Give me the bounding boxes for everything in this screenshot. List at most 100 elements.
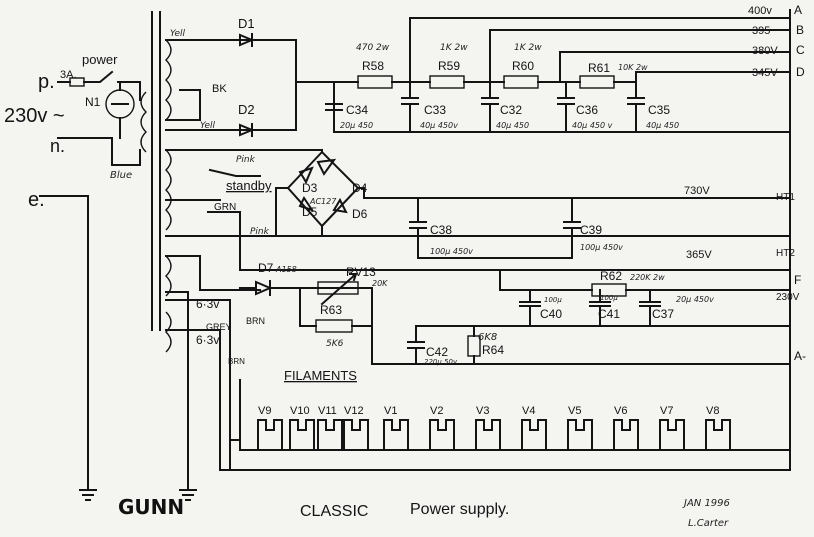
c34-label: C34 <box>346 103 368 117</box>
rv13-wiper-icon <box>320 272 358 306</box>
tap-label: Yell <box>170 29 186 39</box>
c38-value: 100μ 450v <box>430 247 473 256</box>
rv13-resistor-icon <box>317 281 359 295</box>
neutral-terminal-label: n. <box>50 136 65 156</box>
output-ht1-label: HT1 <box>776 192 795 203</box>
r63-value: 5K6 <box>326 339 344 349</box>
d1-d2-wiring <box>239 39 335 131</box>
tap-label: GREY <box>206 322 232 332</box>
c32-label: C32 <box>500 103 522 117</box>
d1-diode-icon <box>239 33 255 47</box>
d7-diode-icon <box>255 280 273 296</box>
c41-value: 100μ <box>600 294 618 302</box>
mains-input: p. 230v ~ n. e. 3A. power N1 Blue <box>4 52 141 501</box>
heater-filament-icon <box>521 419 547 451</box>
earth-wire <box>39 195 97 501</box>
heater-filament-icon <box>343 419 369 451</box>
output-ht2-label: HT2 <box>776 248 795 259</box>
brand-name: GUNN <box>118 495 184 519</box>
mains-wires <box>57 70 141 166</box>
grn-tap-wire <box>207 211 791 271</box>
tap-label: BRN <box>228 357 245 366</box>
mains-voltage-label: 230v ~ <box>4 105 65 127</box>
filament-bus <box>229 379 791 471</box>
transformer-taps-wiring <box>165 39 301 501</box>
valve-label: V8 <box>706 405 719 417</box>
transformer-core <box>151 11 161 331</box>
output-b-volts: 395 <box>752 25 770 37</box>
c37-label: C37 <box>652 307 674 321</box>
output-b-label: B <box>796 23 804 37</box>
output-c-label: C <box>796 43 805 57</box>
output-ht1-volts: 730V <box>684 185 710 197</box>
c33-label: C33 <box>424 103 446 117</box>
date-label: JAN 1996 <box>682 498 730 509</box>
output-f-label: F <box>794 273 801 287</box>
valve-label: V5 <box>568 405 581 417</box>
live-terminal-label: p. <box>38 71 55 93</box>
output-ht2-volts: 365V <box>686 249 712 261</box>
bias-wiring <box>239 287 791 365</box>
valve-label: V2 <box>430 405 443 417</box>
heater-filament-icon <box>567 419 593 451</box>
d2-label: D2 <box>238 102 255 117</box>
c35-label: C35 <box>648 103 670 117</box>
d5-label: D5 <box>302 205 318 219</box>
d6-label: D6 <box>352 207 368 221</box>
c40-label: C40 <box>540 307 562 321</box>
r61-label: R61 <box>588 61 610 75</box>
valve-label: V6 <box>614 405 627 417</box>
ht-upper-section: D1 D2 R58 470 2w R59 1K 2w R60 1K 2w R61… <box>238 16 791 137</box>
model-name: CLASSIC <box>300 503 368 520</box>
filaments-title: FILAMENTS <box>284 368 357 383</box>
bridge-outline <box>286 150 360 228</box>
neon-label: N1 <box>85 95 101 109</box>
output-d-label: D <box>796 65 805 79</box>
heater-filament-icon <box>475 419 501 451</box>
output-c-volts: 380V <box>752 45 778 57</box>
neon-wires <box>111 81 129 139</box>
tap-label: 6·3v <box>196 333 219 347</box>
c42-value: 220μ 50v <box>424 358 458 366</box>
c32-value: 40μ 450 <box>496 121 529 130</box>
heater-filament-icon <box>613 419 639 451</box>
r58-label: R58 <box>362 59 384 73</box>
d3-label: D3 <box>302 181 318 195</box>
tap-label: Pink <box>250 227 270 237</box>
r62-resistor-icon <box>591 283 627 297</box>
c39-label: C39 <box>580 223 602 237</box>
valve-label: V3 <box>476 405 489 417</box>
bias-section: D7 A158 RV13 20K R63 5K6 C42 220μ 50v R6… <box>239 261 791 366</box>
valve-label: V9 <box>258 405 271 417</box>
tap-label: GRN <box>214 202 236 213</box>
heater-filament-icon <box>383 419 409 451</box>
heater-filament-icon <box>659 419 685 451</box>
c38-label: C38 <box>430 223 452 237</box>
tap-label: Pink <box>236 155 256 165</box>
valve-label: V11 <box>318 405 337 417</box>
r61-value: 10K 2w <box>618 63 648 72</box>
heater-filament-icon <box>429 419 455 451</box>
heater-filament-icon <box>257 419 283 451</box>
earth-terminal-label: e. <box>28 189 45 211</box>
r61-resistor-icon <box>579 75 615 89</box>
c34-value: 20μ 450 <box>340 121 373 130</box>
output-f-volts: 230V <box>776 292 800 303</box>
output-a-volts: 400v <box>748 5 772 17</box>
valve-label: V12 <box>344 405 364 417</box>
r64-value: 6K8 <box>478 332 497 343</box>
standby-switch <box>208 168 261 177</box>
c36-value: 40μ 450 v <box>572 121 613 130</box>
r58-resistor-icon <box>357 75 393 89</box>
r62-label: R62 <box>600 269 622 283</box>
r60-value: 1K 2w <box>514 43 542 53</box>
output-a-label: A <box>794 3 802 17</box>
fuse-label: 3A. <box>60 69 77 81</box>
output-neg-label: A- <box>794 349 806 363</box>
mains-transformer: Yell Yell BK Pink GRN Pink 6·3v 6·3v GRE… <box>140 11 791 501</box>
c35-capacitor-icon <box>627 81 645 133</box>
c40-value: 100μ <box>544 296 562 304</box>
r58-value: 470 2w <box>356 43 390 53</box>
